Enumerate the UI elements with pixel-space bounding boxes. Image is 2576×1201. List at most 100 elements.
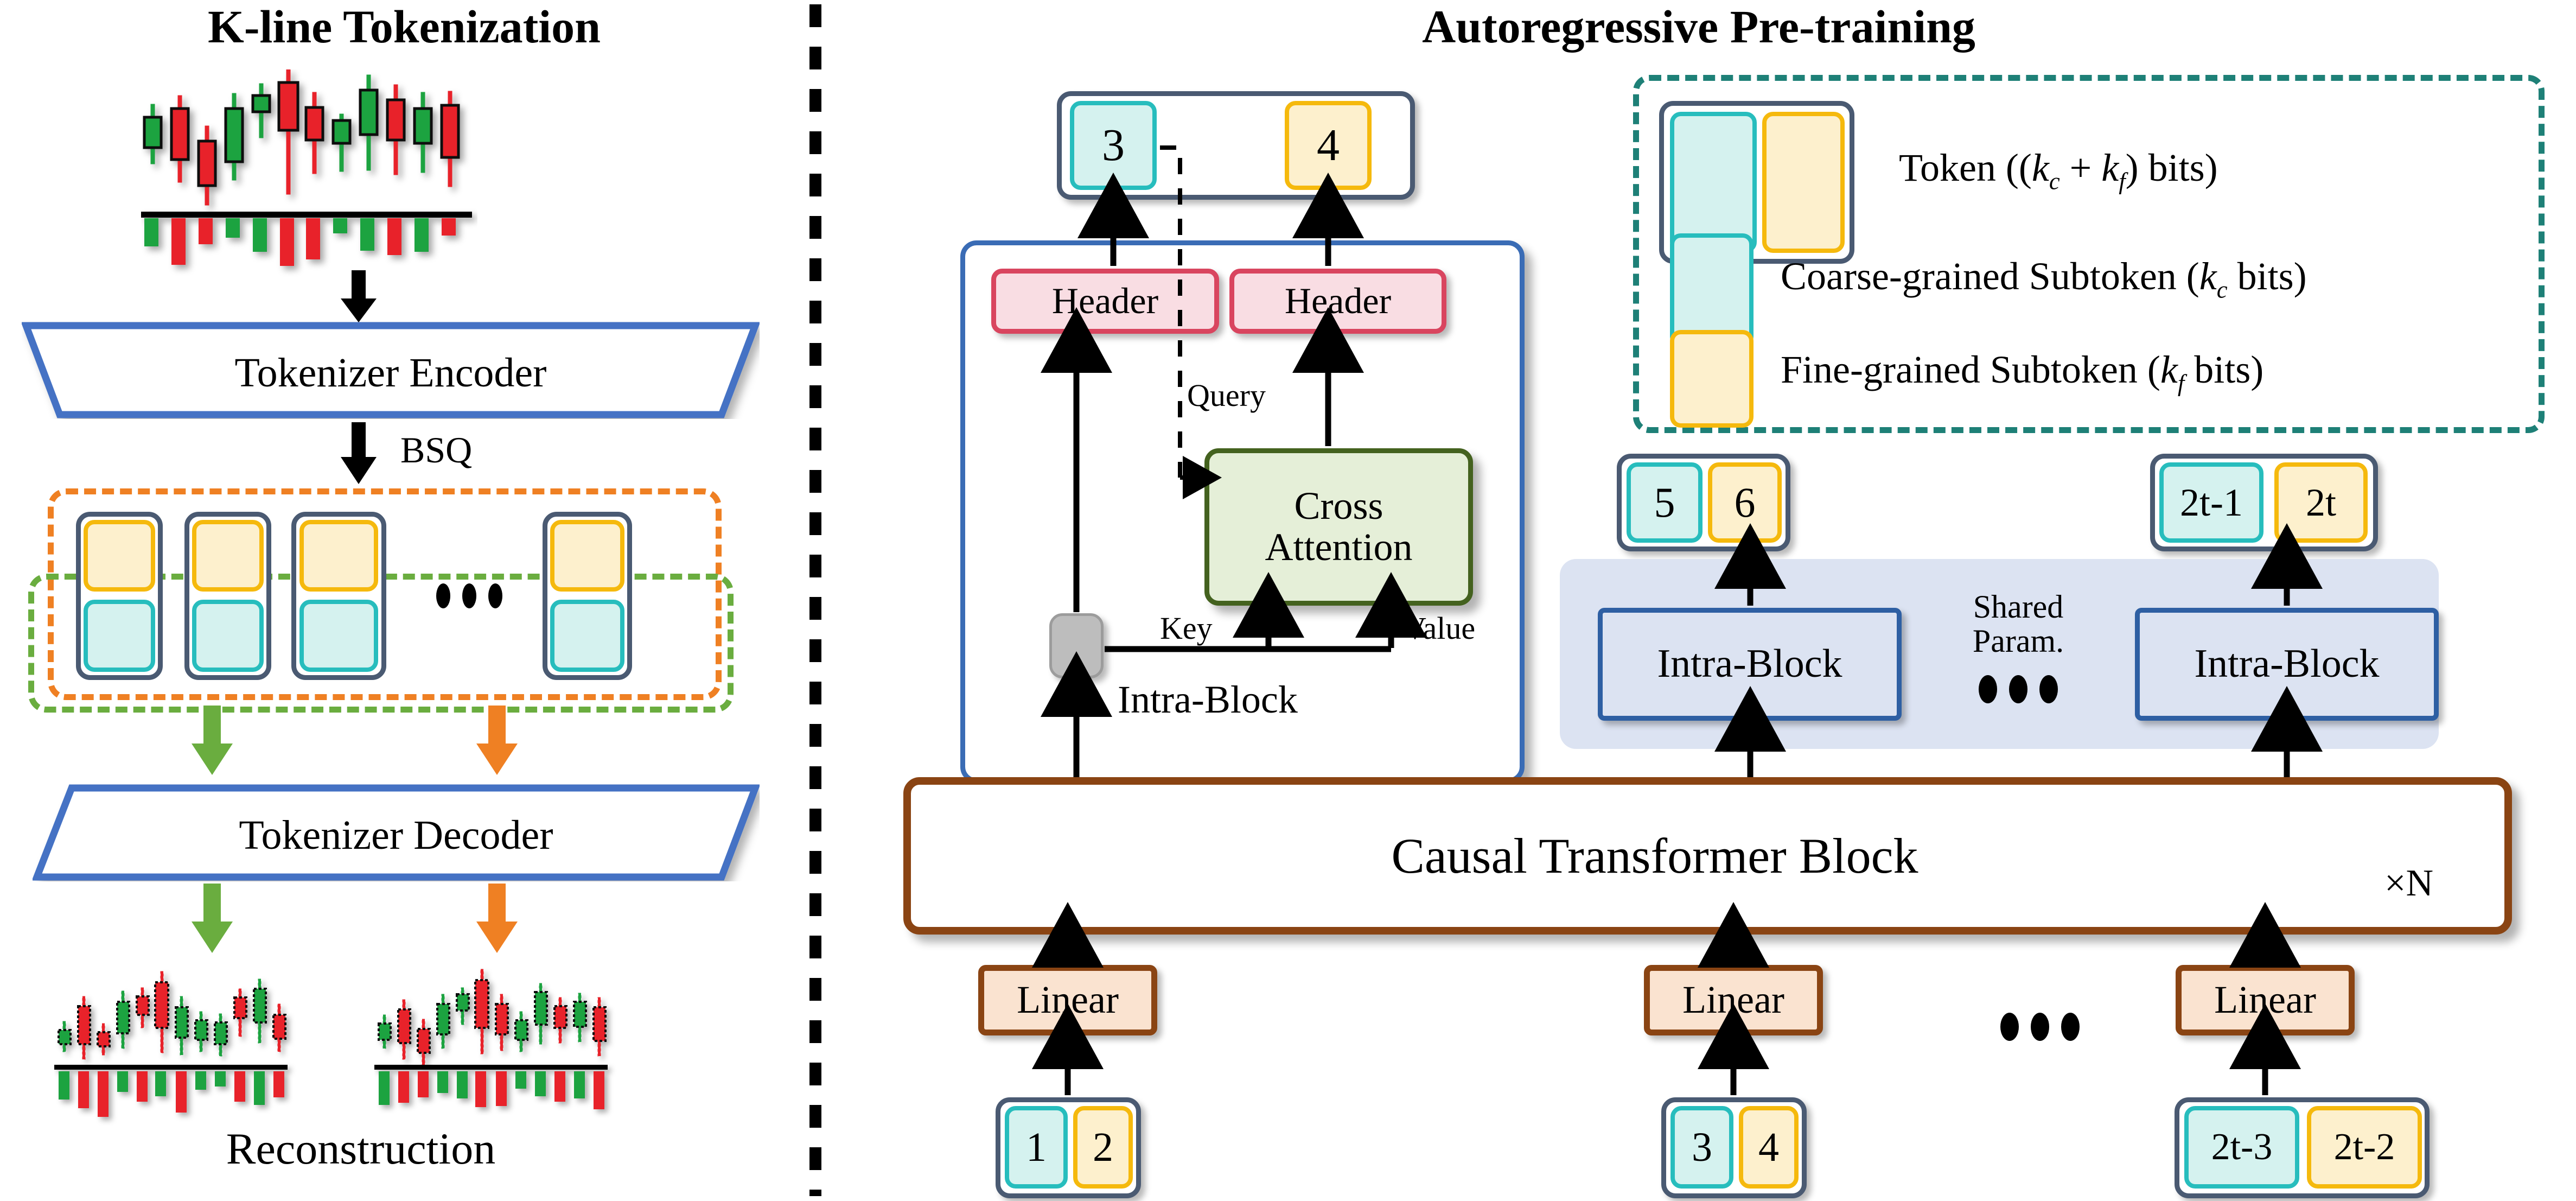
key-label: Key bbox=[1160, 611, 1213, 646]
output-token-3-4-coarse: 3 bbox=[1070, 101, 1157, 190]
ellipsis-dot bbox=[488, 583, 502, 608]
legend-fine-label: Fine-grained Subtoken (kf bits) bbox=[1781, 347, 2263, 397]
linear-row-ellipsis bbox=[1969, 1005, 2110, 1049]
legend-token-k2-sub: f bbox=[2119, 167, 2126, 195]
legend-coarse-k: k bbox=[2199, 255, 2217, 298]
output-token-3-4-coarse-label: 3 bbox=[1102, 120, 1125, 170]
block-state-node bbox=[1049, 613, 1104, 678]
legend-fine-k-sub: f bbox=[2177, 369, 2185, 397]
transformer-repeat-label: ×N bbox=[2384, 862, 2434, 904]
token-stack-n-fine bbox=[550, 520, 624, 592]
token-group-orange-boundary bbox=[48, 488, 722, 700]
shared-param-label: Shared Param. bbox=[1931, 581, 2105, 668]
right-panel-title: Autoregressive Pre-training bbox=[1422, 1, 1975, 53]
reconstruction-chart-right bbox=[374, 966, 667, 1129]
panel-divider bbox=[809, 4, 821, 1196]
input-token-3-4-fine: 4 bbox=[1739, 1106, 1799, 1189]
input-token-3-4-coarse-label: 3 bbox=[1692, 1124, 1712, 1170]
arrow-encoder-to-tokens bbox=[331, 422, 391, 486]
legend-coarse-text-post: bits) bbox=[2227, 255, 2307, 298]
legend-token-k1: k bbox=[2031, 146, 2049, 189]
token-group-ellipsis bbox=[412, 580, 526, 612]
intra-block-left: Intra-Block bbox=[1598, 608, 1902, 721]
token-stack-3-fine bbox=[299, 520, 378, 592]
linear-box-2-label: Linear bbox=[1682, 978, 1784, 1022]
ellipsis-dot bbox=[436, 583, 450, 608]
cross-attention-label-line2: Attention bbox=[1265, 525, 1413, 569]
ellipsis-dot bbox=[2031, 1013, 2049, 1041]
shared-param-ellipsis bbox=[1931, 668, 2105, 711]
reconstruction-label: Reconstruction bbox=[226, 1124, 496, 1173]
tokenizer-encoder-shape bbox=[22, 321, 760, 419]
left-panel-title: K-line Tokenization bbox=[208, 1, 601, 53]
output-token-5-6-fine-label: 6 bbox=[1734, 479, 1756, 526]
linear-box-1: Linear bbox=[978, 965, 1157, 1035]
arrow-decoder-to-recon-green bbox=[182, 884, 247, 955]
input-token-2t-3-fine: 2t-2 bbox=[2307, 1106, 2422, 1189]
output-token-3-4-fine: 4 bbox=[1285, 101, 1372, 190]
cross-attention-label-line1: Cross bbox=[1294, 484, 1383, 528]
header-box-right-label: Header bbox=[1284, 280, 1392, 322]
output-token-2t-coarse: 2t-1 bbox=[2159, 462, 2263, 543]
output-token-5-6-coarse: 5 bbox=[1627, 462, 1703, 543]
arrow-coarse-to-decoder bbox=[182, 706, 247, 777]
bsq-label: BSQ bbox=[400, 429, 473, 471]
linear-box-3: Linear bbox=[2176, 965, 2355, 1035]
token-stack-1-coarse bbox=[84, 600, 155, 672]
legend-token-k2: k bbox=[2101, 146, 2119, 189]
reconstruction-chart-left bbox=[54, 966, 347, 1129]
token-stack-n-coarse bbox=[550, 600, 624, 672]
value-label: Value bbox=[1404, 611, 1476, 646]
legend-fine-text-post: bits) bbox=[2184, 348, 2264, 391]
legend-token-k1-sub: c bbox=[2049, 167, 2060, 195]
input-token-2t-3-coarse-label: 2t-3 bbox=[2211, 1126, 2273, 1168]
output-token-3-4-fine-label: 4 bbox=[1317, 120, 1340, 170]
input-token-1-2-fine-label: 2 bbox=[1093, 1124, 1113, 1170]
tokenizer-decoder-shape bbox=[33, 784, 760, 881]
query-label: Query bbox=[1187, 378, 1266, 413]
cross-attention-box: Cross Attention bbox=[1204, 448, 1473, 606]
legend-fine-text-pre: Fine-grained Subtoken ( bbox=[1781, 348, 2160, 391]
input-token-3-4-coarse: 3 bbox=[1670, 1106, 1733, 1189]
header-box-left-label: Header bbox=[1051, 280, 1159, 322]
legend-fine-swatch bbox=[1670, 330, 1754, 428]
legend-token-swatch-coarse bbox=[1670, 112, 1757, 253]
input-token-1-2-fine: 2 bbox=[1073, 1106, 1133, 1189]
legend-token-label: Token ((kc + kf) bits) bbox=[1899, 145, 2218, 195]
input-token-1-2-coarse: 1 bbox=[1005, 1106, 1068, 1189]
tokenizer-encoder-label: Tokenizer Encoder bbox=[234, 350, 547, 396]
shared-param-line2: Param. bbox=[1972, 623, 2064, 659]
arrow-decoder-to-recon-orange bbox=[467, 884, 532, 955]
input-token-1-2-coarse-label: 1 bbox=[1026, 1124, 1047, 1170]
arrow-chart-to-encoder bbox=[331, 270, 391, 325]
input-token-2t-3-fine-label: 2t-2 bbox=[2333, 1126, 2395, 1168]
output-token-2t-fine-label: 2t bbox=[2305, 481, 2336, 524]
input-token-2t-3-coarse: 2t-3 bbox=[2184, 1106, 2299, 1189]
token-stack-3-coarse bbox=[299, 600, 378, 672]
token-stack-2-fine bbox=[192, 520, 264, 592]
legend-token-text-post: ) bits) bbox=[2125, 146, 2218, 189]
legend-coarse-k-sub: c bbox=[2216, 276, 2228, 303]
output-token-2t-fine: 2t bbox=[2274, 462, 2368, 543]
tokenizer-decoder-label: Tokenizer Decoder bbox=[239, 812, 553, 858]
linear-box-2: Linear bbox=[1644, 965, 1823, 1035]
token-stack-2-coarse bbox=[192, 600, 264, 672]
legend-fine-k: k bbox=[2160, 348, 2178, 391]
linear-box-1-label: Linear bbox=[1017, 978, 1119, 1022]
intra-block-detail-label: Intra-Block bbox=[1118, 678, 1298, 721]
ellipsis-dot bbox=[2061, 1013, 2080, 1041]
legend-coarse-label: Coarse-grained Subtoken (kc bits) bbox=[1781, 254, 2307, 303]
shared-param-line1: Shared bbox=[1973, 589, 2064, 625]
intra-block-right: Intra-Block bbox=[2135, 608, 2439, 721]
output-token-2t-coarse-label: 2t-1 bbox=[2180, 481, 2243, 524]
linear-box-3-label: Linear bbox=[2214, 978, 2316, 1022]
intra-block-left-label: Intra-Block bbox=[1657, 641, 1842, 687]
causal-transformer-block-label: Causal Transformer Block bbox=[1391, 828, 1918, 884]
ellipsis-dot bbox=[462, 583, 476, 608]
legend-coarse-text-pre: Coarse-grained Subtoken ( bbox=[1781, 255, 2199, 298]
input-token-3-4-fine-label: 4 bbox=[1758, 1124, 1779, 1170]
legend-token-text-pre: Token (( bbox=[1899, 146, 2032, 189]
output-token-5-6-coarse-label: 5 bbox=[1654, 479, 1675, 526]
output-token-5-6-fine: 6 bbox=[1708, 462, 1782, 543]
